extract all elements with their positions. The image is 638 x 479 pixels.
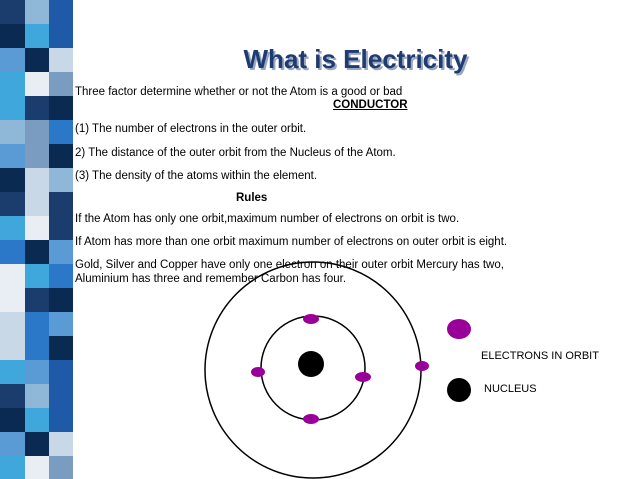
decorative-tile — [49, 24, 73, 48]
slide-title: What is Electricity — [243, 44, 468, 74]
decorative-tile — [49, 384, 73, 408]
decorative-tile — [0, 48, 25, 72]
decorative-tile — [0, 24, 25, 48]
decorative-tile — [49, 192, 73, 216]
decorative-tile — [49, 96, 73, 120]
decorative-tile — [25, 288, 49, 312]
decorative-tile — [49, 264, 73, 288]
rule-1: If the Atom has only one orbit,maximum n… — [75, 213, 460, 225]
decorative-tile — [0, 168, 25, 192]
decorative-tile — [49, 240, 73, 264]
decorative-tile — [25, 456, 49, 479]
rules-heading: Rules — [236, 192, 268, 204]
decorative-tile — [25, 48, 49, 72]
decorative-tile — [0, 312, 25, 336]
decorative-tile — [25, 144, 49, 168]
decorative-tile — [25, 240, 49, 264]
decorative-tile — [25, 0, 49, 24]
decorative-tile — [25, 192, 49, 216]
decorative-tile — [25, 360, 49, 384]
decorative-tile — [0, 288, 25, 312]
decorative-tile — [0, 240, 25, 264]
decorative-tile — [25, 312, 49, 336]
electron — [251, 367, 265, 377]
electron — [303, 314, 319, 324]
decorative-tile — [0, 408, 25, 432]
decorative-tile — [49, 168, 73, 192]
decorative-tile — [0, 456, 25, 479]
legend-electron-symbol — [447, 319, 471, 339]
decorative-tile — [0, 0, 25, 24]
decorative-tile — [0, 360, 25, 384]
decorative-tile — [0, 192, 25, 216]
decorative-tile — [0, 120, 25, 144]
decorative-tile — [49, 216, 73, 240]
decorative-tile — [49, 360, 73, 384]
decorative-tile — [25, 384, 49, 408]
decorative-tile — [0, 144, 25, 168]
decorative-side-strip — [0, 0, 73, 479]
decorative-tile — [49, 456, 73, 479]
intro-conductor: CONDUCTOR — [333, 99, 408, 111]
decorative-tile — [25, 264, 49, 288]
decorative-tile — [49, 48, 73, 72]
factor-3: (3) The density of the atoms within the … — [75, 170, 318, 182]
decorative-tile — [49, 72, 73, 96]
decorative-tile — [49, 144, 73, 168]
factor-2: 2) The distance of the outer orbit from … — [75, 147, 396, 159]
electron — [303, 414, 319, 424]
decorative-tile — [0, 336, 25, 360]
nucleus — [298, 351, 324, 377]
decorative-tile — [49, 336, 73, 360]
decorative-tile — [0, 384, 25, 408]
decorative-tile — [25, 408, 49, 432]
decorative-tile — [25, 72, 49, 96]
legend-nucleus-symbol — [447, 378, 471, 402]
legend-electrons-label: ELECTRONS IN ORBIT — [481, 350, 599, 362]
rule-4: Aluminium has three and remember Carbon … — [75, 273, 347, 285]
rule-2: If Atom has more than one orbit maximum … — [75, 236, 508, 248]
legend-nucleus-label: NUCLEUS — [484, 383, 537, 395]
decorative-tile — [49, 408, 73, 432]
decorative-tile — [0, 96, 25, 120]
decorative-tile — [25, 168, 49, 192]
decorative-tile — [25, 24, 49, 48]
factor-1: (1) The number of electrons in the outer… — [75, 123, 307, 135]
decorative-tile — [25, 120, 49, 144]
intro-text: Three factor determine whether or not th… — [75, 86, 403, 98]
decorative-tile — [0, 264, 25, 288]
electron — [415, 361, 429, 371]
decorative-tile — [0, 432, 25, 456]
decorative-tile — [49, 0, 73, 24]
electron — [355, 372, 371, 382]
decorative-tile — [25, 96, 49, 120]
decorative-tile — [49, 120, 73, 144]
decorative-tile — [25, 432, 49, 456]
decorative-tile — [49, 432, 73, 456]
decorative-tile — [49, 312, 73, 336]
decorative-tile — [25, 336, 49, 360]
decorative-tile — [0, 216, 25, 240]
decorative-tile — [49, 288, 73, 312]
decorative-tile — [0, 72, 25, 96]
decorative-tile — [25, 216, 49, 240]
